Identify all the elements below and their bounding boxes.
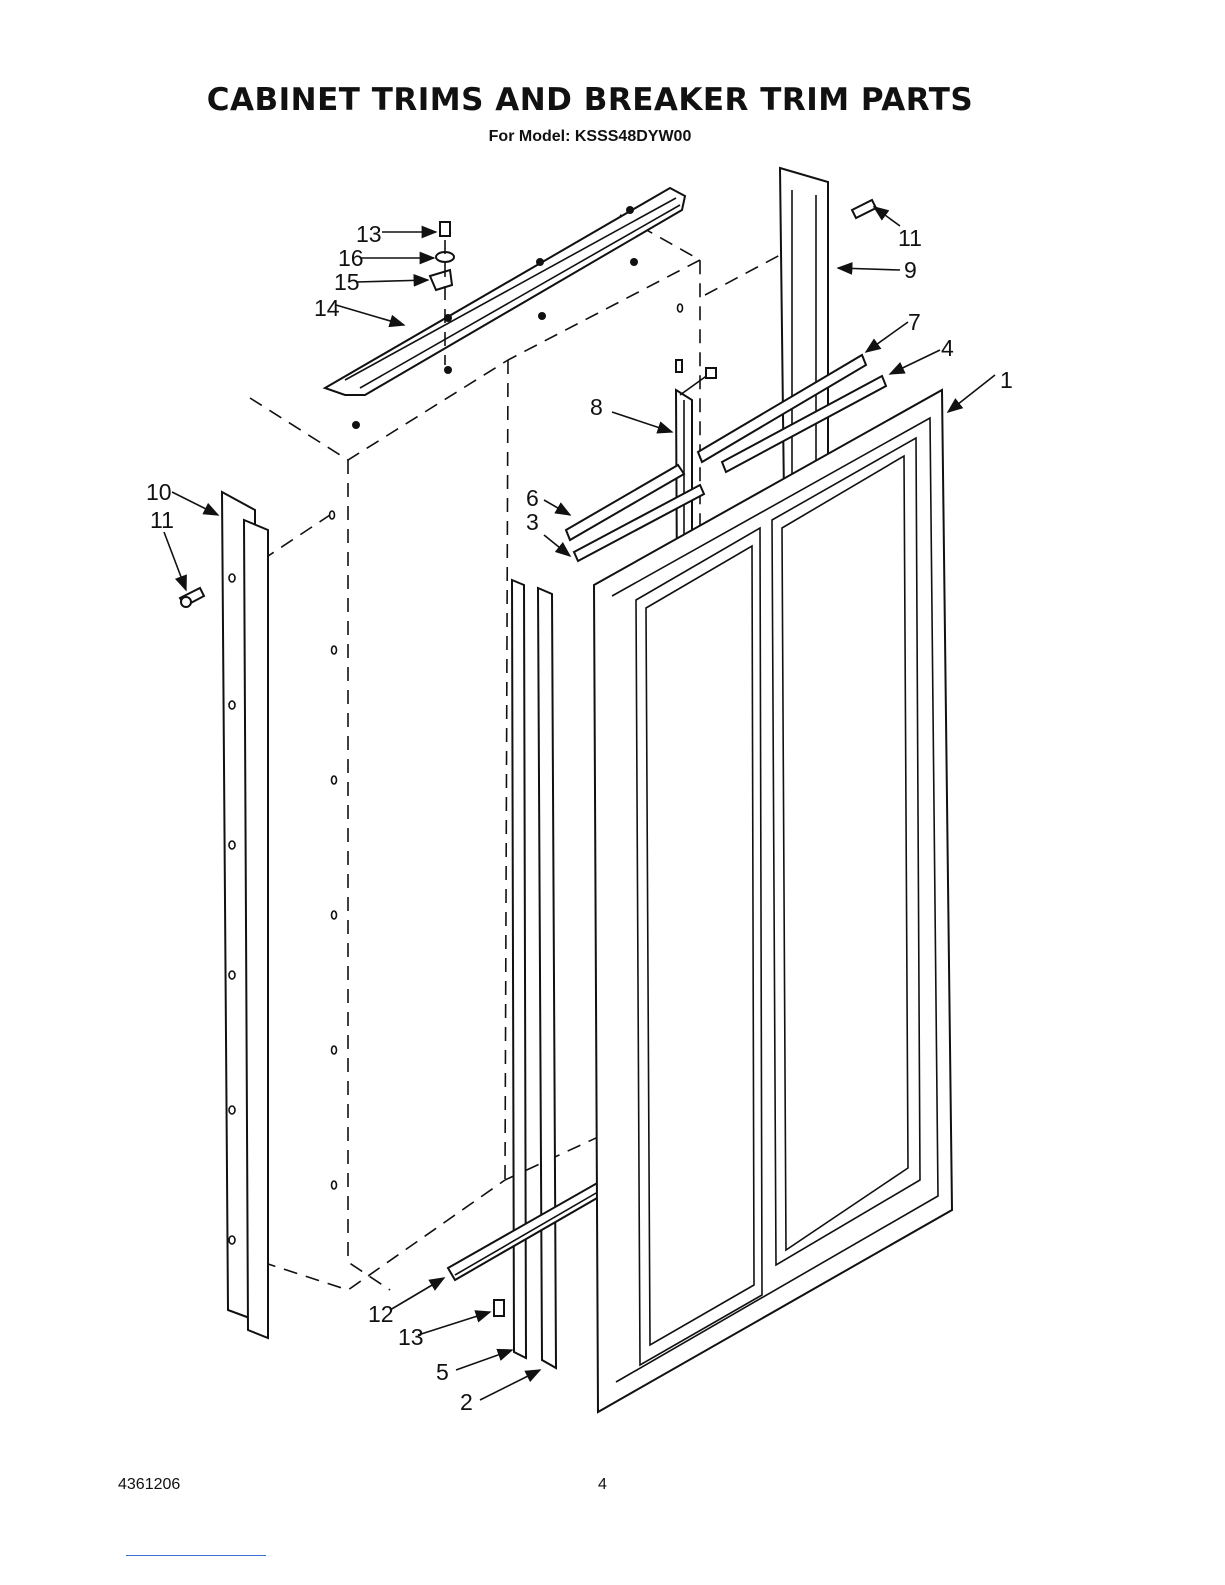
callout-13-top: 13 — [356, 221, 382, 247]
callout-5: 5 — [436, 1359, 449, 1385]
part-10-left-side-trim — [222, 492, 268, 1338]
link-underline — [126, 1555, 266, 1556]
callout-3: 3 — [526, 509, 539, 535]
callout-16: 16 — [338, 245, 364, 271]
callout-2: 2 — [460, 1389, 473, 1415]
callout-11-right: 11 — [898, 225, 922, 251]
callout-8: 8 — [590, 394, 603, 420]
callout-6: 6 — [526, 485, 539, 511]
callout-15: 15 — [334, 269, 360, 295]
callout-11-left: 11 — [150, 507, 174, 533]
part-2-vertical-breaker — [538, 588, 556, 1368]
callout-10: 10 — [146, 479, 172, 505]
document-number: 4361206 — [118, 1476, 180, 1494]
callout-1: 1 — [1000, 367, 1013, 393]
page-number: 4 — [598, 1476, 607, 1494]
screw-icon — [180, 588, 204, 607]
callout-13-bottom: 13 — [398, 1324, 424, 1350]
screw-icon — [852, 200, 876, 218]
part-14-top-trim — [325, 188, 685, 395]
callout-14: 14 — [314, 295, 340, 321]
callout-4: 4 — [941, 335, 954, 361]
part-1-frame — [594, 390, 952, 1412]
callout-7: 7 — [908, 309, 921, 335]
callout-9: 9 — [904, 257, 917, 283]
screw-icon — [494, 1300, 504, 1316]
callout-12: 12 — [368, 1301, 394, 1327]
